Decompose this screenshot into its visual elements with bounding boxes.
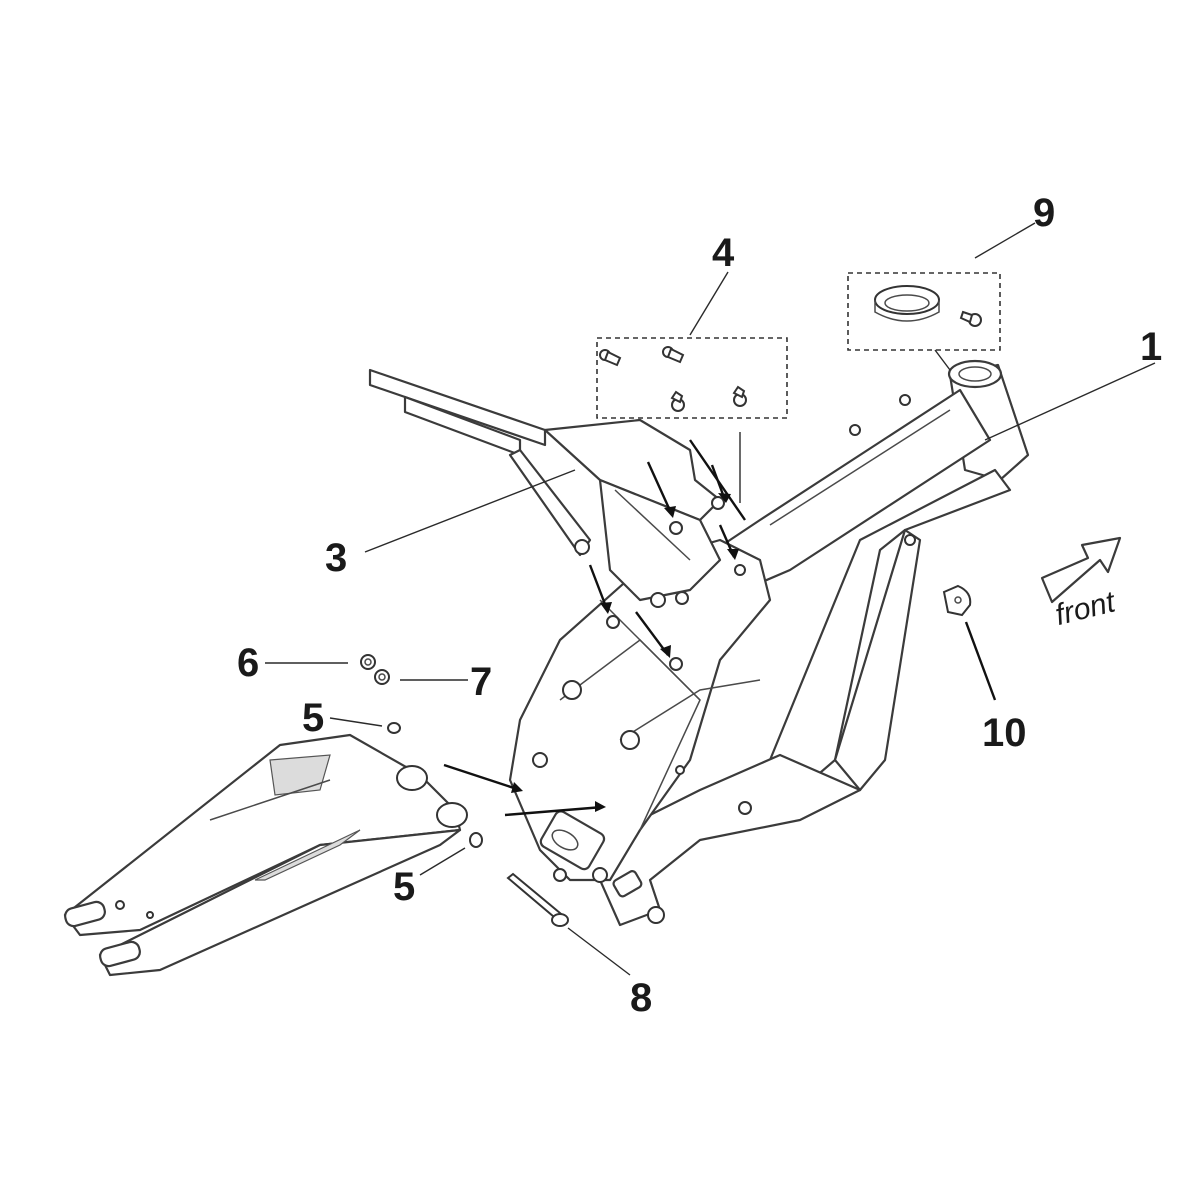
- swing-arm: [63, 733, 468, 977]
- callout-1: 1: [1140, 325, 1163, 369]
- callout-7: 7: [470, 660, 493, 704]
- ring-icon: [874, 285, 940, 322]
- bolt-icon: [959, 310, 982, 327]
- bolt-kit-box: [596, 337, 788, 419]
- loose-parts: [360, 584, 972, 927]
- front-direction-arrow-icon: [1040, 536, 1122, 604]
- callout-4: 4: [712, 231, 735, 275]
- callout-5-upper: 5: [302, 696, 325, 740]
- nut-part-6: [360, 654, 376, 670]
- bolt-icon: [599, 349, 622, 367]
- callout-5-lower: 5: [393, 865, 416, 909]
- bushing-part-5-upper: [387, 722, 401, 734]
- bolt-icon: [670, 390, 685, 412]
- bolt-icon: [732, 385, 747, 407]
- callout-6: 6: [237, 641, 260, 685]
- clip-part-10: [942, 584, 972, 617]
- leader-lines: [265, 222, 1156, 976]
- bolt-icon: [662, 346, 685, 364]
- callout-3: 3: [325, 536, 348, 580]
- headset-kit-box: [847, 272, 1001, 351]
- washer-part-7: [374, 669, 390, 685]
- bushing-part-5-lower: [469, 832, 483, 848]
- rear-subframe: [368, 368, 725, 671]
- callout-10: 10: [982, 711, 1027, 755]
- callout-8: 8: [630, 976, 653, 1020]
- main-frame: [508, 359, 1030, 927]
- callout-9: 9: [1033, 191, 1056, 235]
